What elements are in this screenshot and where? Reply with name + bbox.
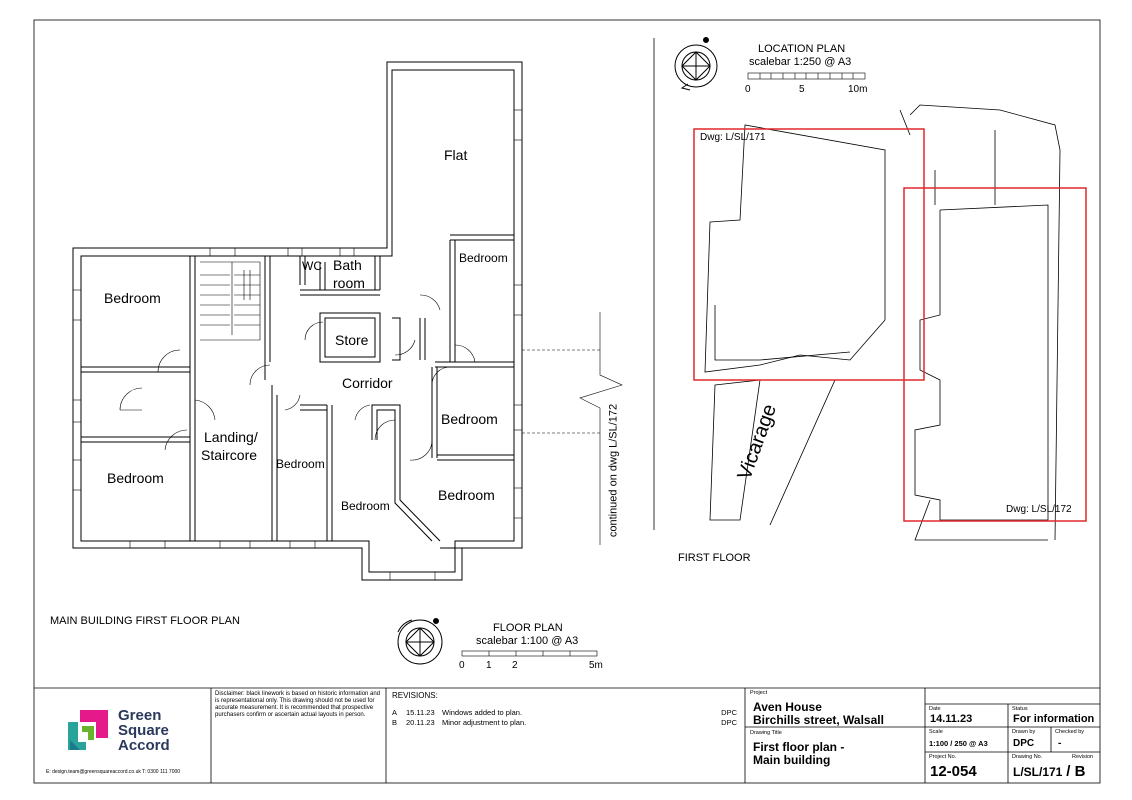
dwg-171-boundary [693,128,925,381]
disclaimer: Disclaimer: black linework is based on h… [215,691,381,718]
continued-note: continued on dwg L/SL/172 [607,403,620,538]
room-label-bedroom-e: Bedroom [441,411,498,427]
north-arrow-icon [397,618,443,665]
floor-scalebar-label: scalebar 1:100 @ A3 [476,635,579,647]
room-label-bedroom-ne: Bedroom [459,251,508,265]
scale-label: Scale [929,729,943,735]
revision-date: 15.11.23 [406,708,435,717]
floor-tick-5m: 5m [589,660,603,671]
room-label-bath-1: Bath [333,257,362,273]
date-label: Date [929,706,941,712]
checked-by-value: - [1058,738,1062,749]
location-plan [653,38,1061,541]
project-address: Birchills street, Walsall [753,713,884,727]
room-label-bedroom-bay: Bedroom [341,499,390,513]
location-tick-10m: 10m [848,84,868,95]
checked-by-label: Checked by [1055,729,1085,735]
drawing-title-label: Drawing Title [750,730,782,736]
dwg-171-label: Dwg: L/SL/171 [700,132,766,143]
drawing-title-2: Main building [753,753,831,767]
logo-line-3: Accord [118,737,170,754]
floor-tick-0: 0 [459,660,465,671]
logo-line-1: Green [118,707,162,724]
status-label: Status [1012,706,1028,712]
room-label-wc: WC [302,259,322,273]
location-tick-0: 0 [745,84,751,95]
revision-code: A [392,708,398,717]
drawing-no-label: Drawing No. [1012,754,1043,760]
room-label-bedroom-sw: Bedroom [107,470,164,486]
first-floor-label: FIRST FLOOR [678,552,751,564]
drawn-by-label: Drawn by [1012,729,1036,735]
drawn-by-value: DPC [1013,738,1035,749]
room-label-bedroom-nw: Bedroom [104,290,161,306]
scale-value: 1:100 / 250 @ A3 [929,739,988,748]
contact-info: E: design.team@greensquareaccord.co.uk T… [46,769,181,775]
revision-by: DPC [721,708,737,717]
revision-letter: B [1074,763,1086,780]
location-tick-5: 5 [799,84,805,95]
revision-desc: Minor adjustment to plan. [442,718,527,727]
project-name: Aven House [753,700,822,714]
floor-plan [72,61,623,581]
revision-by: DPC [721,718,737,727]
dwg-172-label: Dwg: L/SL/172 [1006,504,1072,515]
logo-line-2: Square [118,722,169,739]
drawing-no-value: L/SL/171 / B [1013,763,1086,780]
location-scalebar-label: scalebar 1:250 @ A3 [749,56,852,68]
date-value: 14.11.23 [930,713,973,725]
drawing-title-1: First floor plan - [753,740,845,754]
revision-desc: Windows added to plan. [442,708,523,717]
dwg-172-boundary [903,187,1087,522]
room-label-store: Store [335,332,369,348]
location-north-arrow-icon [674,37,718,91]
room-label-bedroom-se: Bedroom [438,487,495,503]
revision-code: B [392,718,398,727]
revision-date: 20.11.23 [406,718,435,727]
location-scalebar [747,72,866,80]
floor-scalebar [461,650,598,657]
revision-label: Revision [1072,754,1094,760]
floor-tick-2: 2 [512,660,518,671]
room-label-bath-2: room [333,275,365,291]
inner-wall [80,69,515,573]
revisions-title: REVISIONS: [392,691,438,700]
floor-plan-title: MAIN BUILDING FIRST FLOOR PLAN [50,615,240,627]
green-square-accord-logo [68,710,108,750]
status-value: For information [1013,713,1095,725]
project-no-value: 12-054 [930,763,977,780]
location-plan-title: LOCATION PLAN [758,43,846,55]
project-label: Project [750,690,768,696]
title-block-grid [34,687,1100,783]
project-no-label: Project No. [929,754,957,760]
floor-scale-title: FLOOR PLAN [493,622,563,634]
room-label-bedroom-c: Bedroom [276,457,325,471]
floor-tick-1: 1 [486,660,492,671]
room-label-corridor: Corridor [342,375,393,391]
room-label-flat: Flat [444,147,468,163]
drawing-number: L/SL/171 [1013,765,1063,779]
room-label-landing-1: Landing/ [204,429,258,445]
logo-text: Green Square Accord [118,708,170,753]
room-label-landing-2: Staircore [201,447,258,463]
